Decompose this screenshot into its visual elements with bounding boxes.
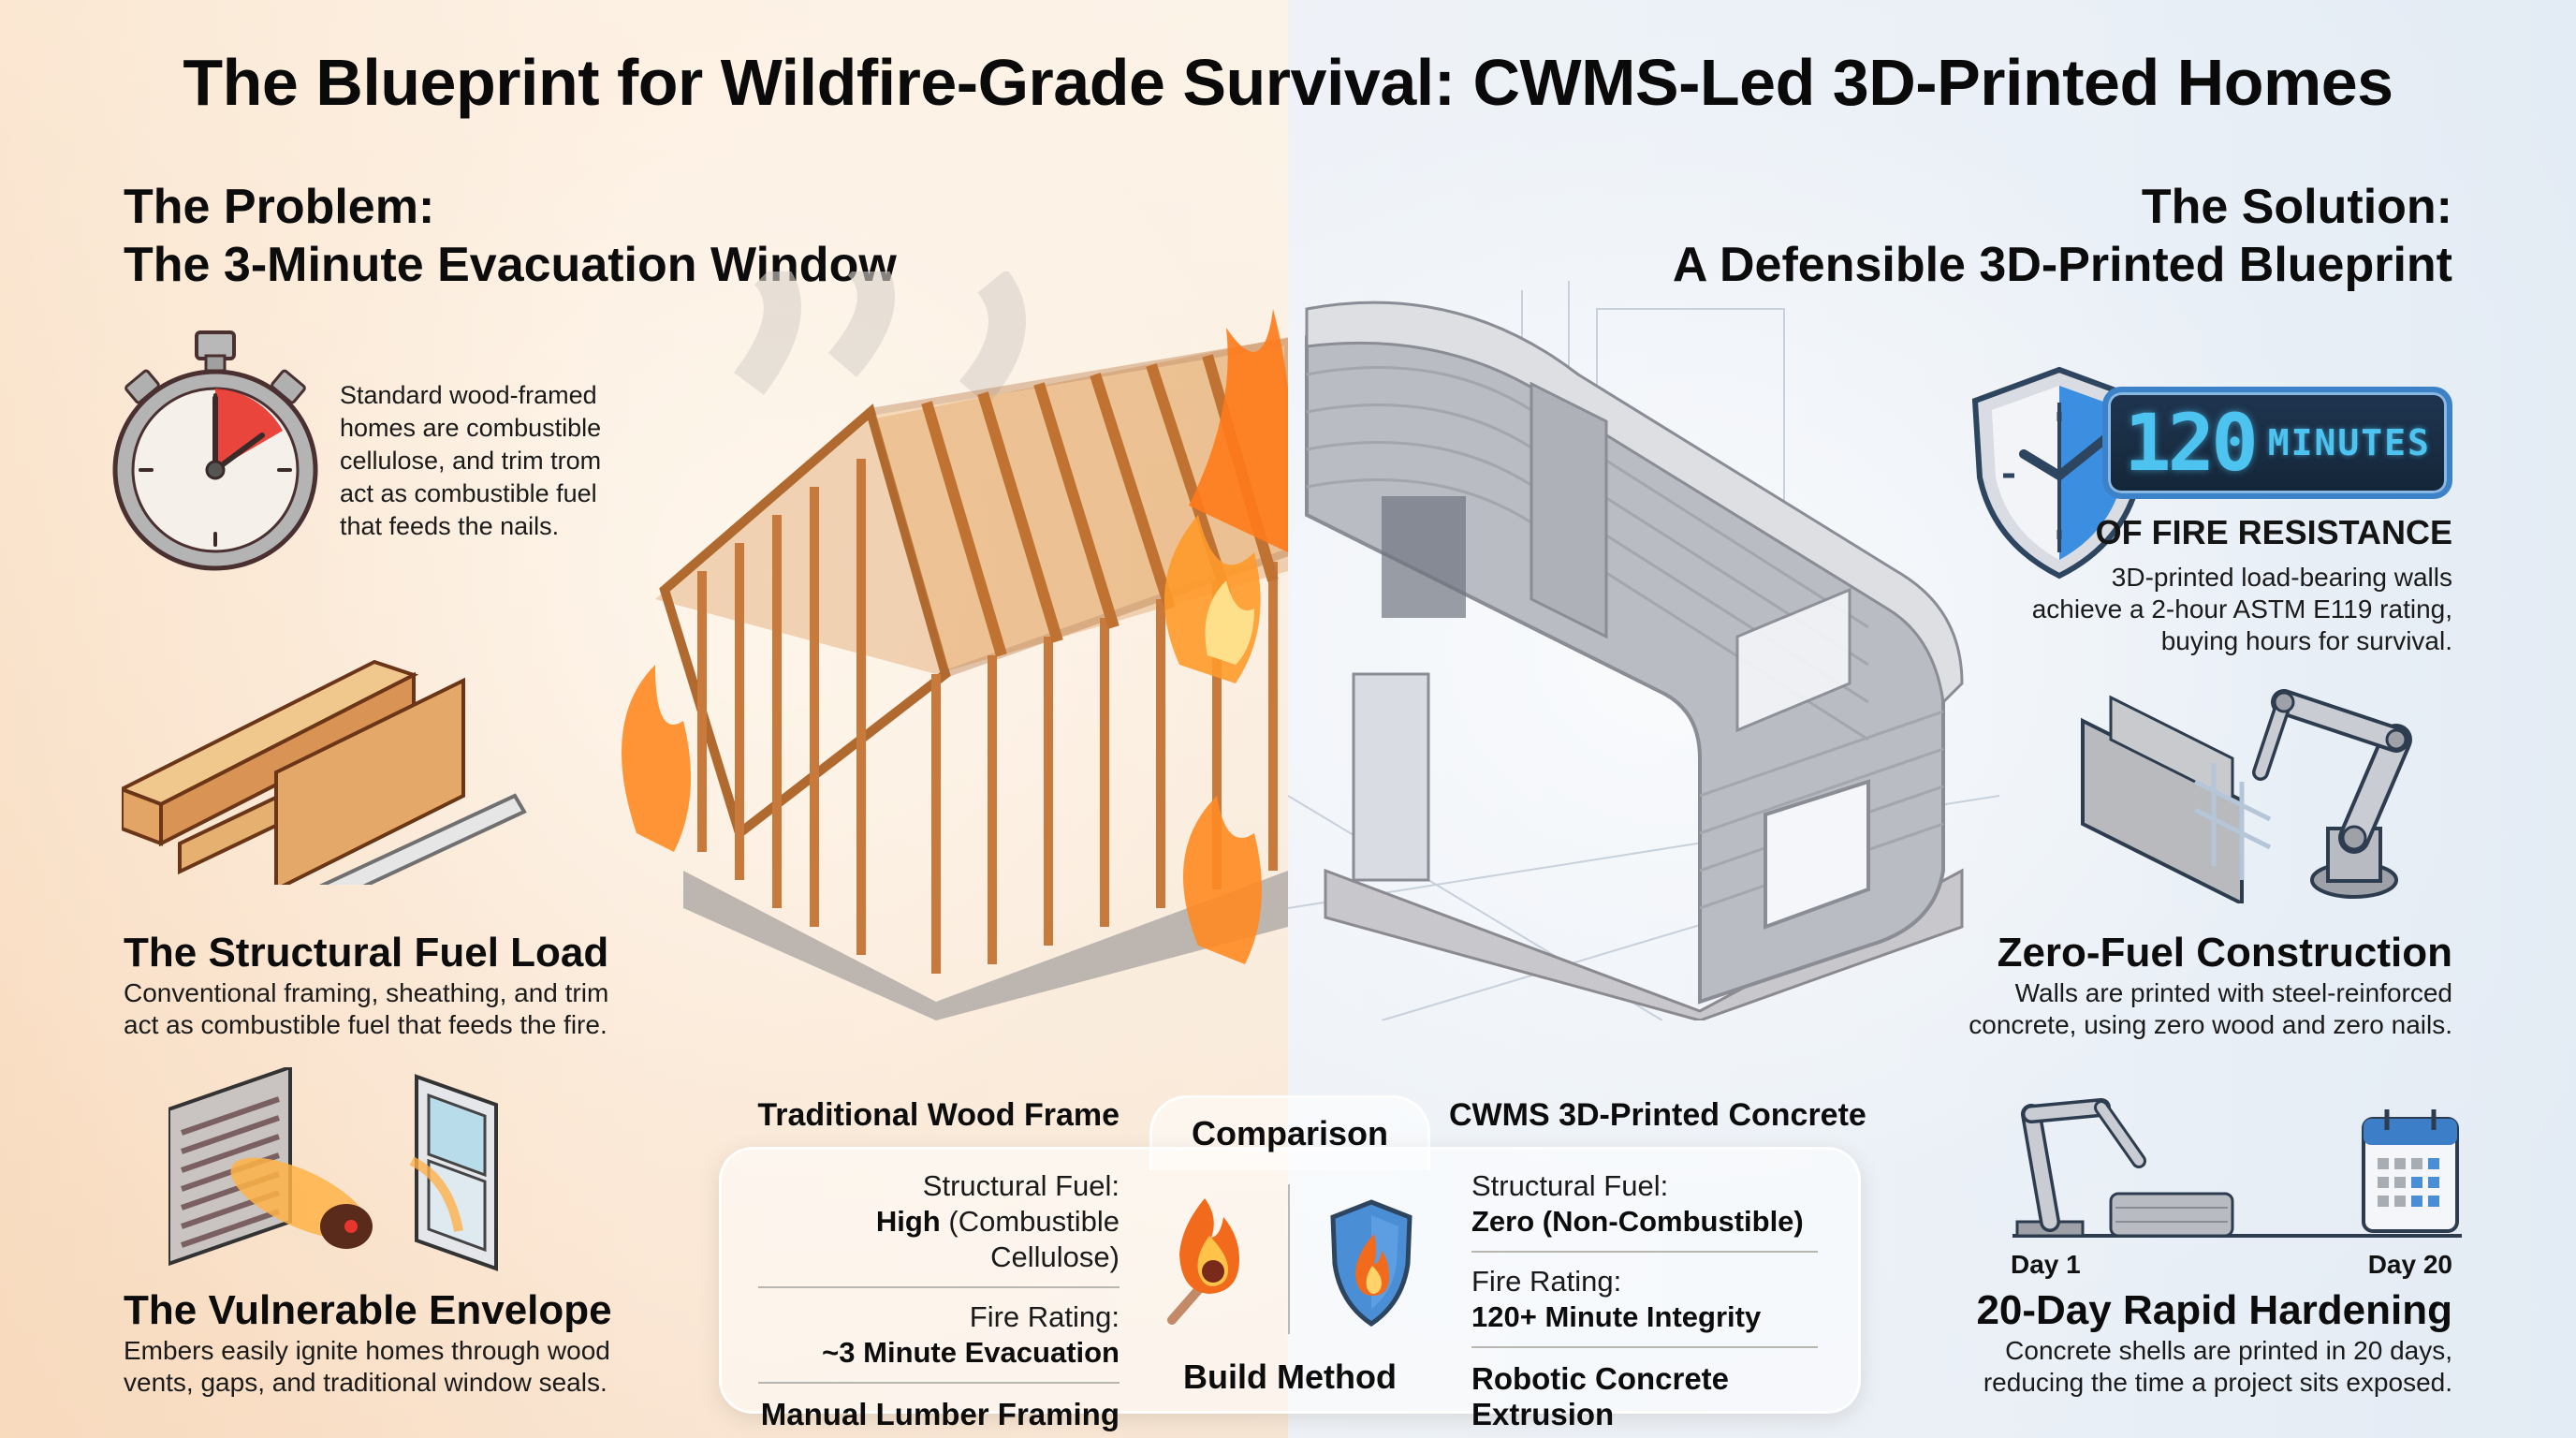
solution-heading-line1: The Solution: <box>2141 180 2452 234</box>
center-divider <box>1288 1184 1290 1334</box>
stopwatch-description: Standard wood-framed homes are combustib… <box>340 381 602 540</box>
zero-fuel-body-line2: concrete, using zero wood and zero nails… <box>1969 1010 2452 1039</box>
divider <box>1471 1346 1818 1348</box>
shield-flame-icon <box>1329 1198 1413 1329</box>
divider <box>758 1382 1120 1384</box>
burning-wood-frame-house-illustration <box>580 248 1293 1020</box>
right-fuel-value: Zero (Non-Combustible) <box>1471 1205 1804 1238</box>
day-end-label: Day 20 <box>2367 1250 2452 1279</box>
lumber-icon <box>117 659 534 908</box>
left-fuel-value: High (Combustible Cellulose) <box>749 1204 1120 1275</box>
comparison-right-column: Structural Fuel: Zero (Non-Combustible) … <box>1471 1168 1827 1432</box>
comparison-title: Comparison <box>1191 1114 1389 1152</box>
comparison-card <box>719 1147 1861 1414</box>
right-rating-label: Fire Rating: <box>1471 1265 1622 1298</box>
left-fuel-value-light: (Combustible Cellulose) <box>948 1205 1120 1273</box>
left-method-value: Manual Lumber Framing <box>760 1397 1120 1431</box>
envelope-feature: The Vulnerable Envelope Embers easily ig… <box>124 1286 723 1399</box>
robot-arm-wall-icon <box>2073 679 2466 907</box>
rapid-hardening-body-line2: reducing the time a project sits exposed… <box>1983 1368 2452 1397</box>
badge-unit: MINUTES <box>2267 422 2431 463</box>
divider <box>1471 1251 1818 1253</box>
page-title: The Blueprint for Wildfire-Grade Surviva… <box>183 46 2393 119</box>
burning-match-icon <box>1153 1189 1247 1329</box>
solution-heading: The Solution: A Defensible 3D-Printed Bl… <box>1673 178 2452 294</box>
rapid-hardening-body-line1: Concrete shells are printed in 20 days, <box>2005 1336 2452 1365</box>
fire-resistance-body-line3: buying hours for survival. <box>2160 626 2452 655</box>
fire-resistance-badge: 120 MINUTES <box>2102 387 2452 499</box>
left-fuel-value-bold: High <box>875 1205 941 1238</box>
build-method-label: Build Method <box>1183 1357 1397 1396</box>
comparison-left-column: Structural Fuel: High (Combustible Cellu… <box>749 1168 1120 1432</box>
badge-number: 120 <box>2124 397 2259 489</box>
fuel-load-title: The Structural Fuel Load <box>124 930 609 976</box>
fire-resistance-body: 3D-printed load-bearing walls achieve a … <box>1966 562 2452 657</box>
problem-heading-line1: The Problem: <box>124 180 435 234</box>
robot-calendar-icon <box>2003 1091 2462 1240</box>
envelope-title: The Vulnerable Envelope <box>124 1287 612 1333</box>
comparison-right-header: CWMS 3D-Printed Concrete <box>1449 1097 1866 1133</box>
left-rating-value: ~3 Minute Evacuation <box>822 1336 1120 1369</box>
left-rating-label: Fire Rating: <box>969 1300 1120 1333</box>
fuel-load-body-line1: Conventional framing, sheathing, and tri… <box>124 978 609 1007</box>
day-start-label: Day 1 <box>2011 1250 2081 1279</box>
fuel-load-body-line2: act as combustible fuel that feeds the f… <box>124 1010 607 1039</box>
3d-printed-concrete-house-illustration <box>1287 271 2000 1022</box>
zero-fuel-title: Zero-Fuel Construction <box>1997 930 2452 976</box>
ember-vent-window-icon <box>167 1064 543 1273</box>
right-method-value: Robotic Concrete Extrusion <box>1471 1361 1730 1431</box>
fire-resistance-subtitle: OF FIRE RESISTANCE <box>2095 513 2452 551</box>
right-rating-value: 120+ Minute Integrity <box>1471 1300 1762 1333</box>
envelope-body-line1: Embers easily ignite homes through wood <box>124 1336 610 1365</box>
left-fuel-label: Structural Fuel: <box>922 1169 1120 1202</box>
rapid-hardening-feature: 20-Day Rapid Hardening Concrete shells a… <box>1853 1286 2452 1399</box>
fuel-load-feature: The Structural Fuel Load Conventional fr… <box>124 929 704 1041</box>
fire-resistance-body-line2: achieve a 2-hour ASTM E119 rating, <box>2031 594 2452 624</box>
stopwatch-icon <box>108 328 323 571</box>
fire-resistance-body-line1: 3D-printed load-bearing walls <box>2111 563 2452 592</box>
envelope-body-line2: vents, gaps, and traditional window seal… <box>124 1368 607 1397</box>
comparison-left-header: Traditional Wood Frame <box>757 1097 1120 1133</box>
solution-heading-line2: A Defensible 3D-Printed Blueprint <box>1672 238 2452 292</box>
right-fuel-label: Structural Fuel: <box>1471 1169 1669 1202</box>
rapid-hardening-title: 20-Day Rapid Hardening <box>1976 1287 2452 1333</box>
zero-fuel-body-line1: Walls are printed with steel-reinforced <box>2014 978 2452 1007</box>
divider <box>758 1286 1120 1288</box>
zero-fuel-feature: Zero-Fuel Construction Walls are printed… <box>1853 929 2452 1041</box>
